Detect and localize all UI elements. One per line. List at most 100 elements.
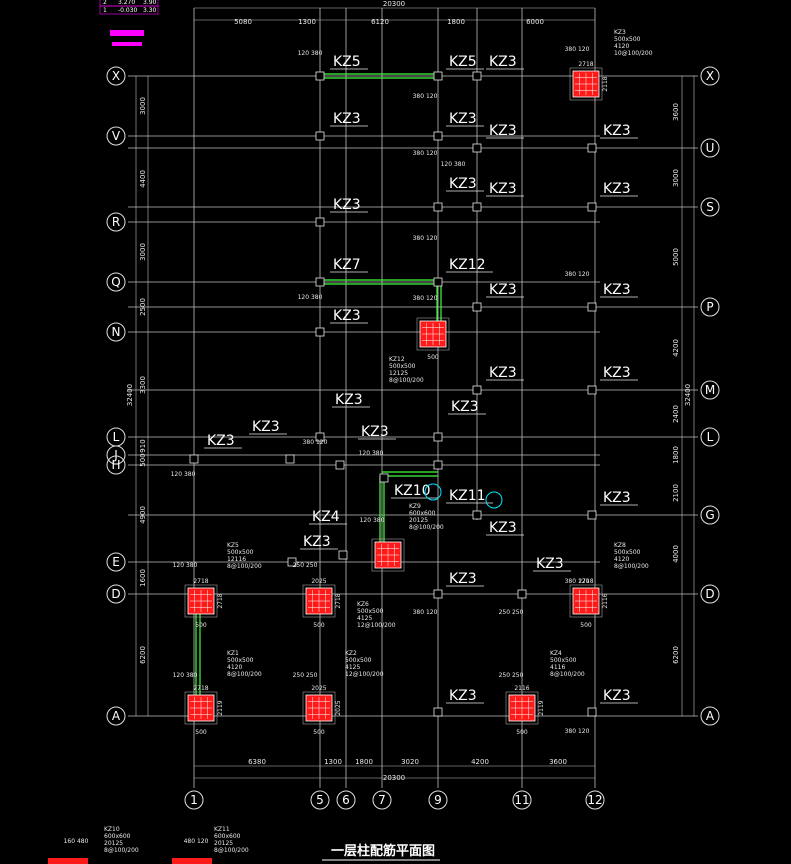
spec-note-line: KZ1	[227, 650, 239, 657]
top-dimension: 6120	[371, 18, 389, 26]
column-outline	[302, 584, 336, 618]
rebar-side-label: 2718	[217, 593, 224, 608]
legend-swatch	[110, 30, 144, 36]
column-section	[48, 858, 88, 864]
grid-bubble-label: 6	[342, 793, 350, 807]
column-kz3	[379, 473, 389, 483]
small-dimension: 120 380	[171, 471, 196, 478]
grid-bubble-row	[700, 427, 720, 447]
grid-bubble-label: H	[111, 458, 120, 472]
column-label: KZ3	[333, 197, 361, 213]
column-outline	[371, 538, 405, 572]
grid-bubble-row	[700, 380, 720, 400]
bottom-dimension: 4200	[471, 758, 489, 766]
right-dimension: 4200	[672, 339, 680, 357]
grid-bubble-label: V	[112, 129, 121, 143]
right-dimension: 3000	[672, 169, 680, 187]
grid-bubble-row	[106, 455, 126, 475]
spec-note-line: 4116	[550, 664, 565, 671]
spec-note-line: KZ5	[227, 542, 239, 549]
column-kz3	[587, 143, 597, 153]
column-label: KZ3	[361, 424, 389, 440]
left-dimension: 4400	[139, 170, 147, 188]
rebar-top-label: 2025	[311, 578, 326, 585]
column-kz3	[433, 202, 443, 212]
spec-note-line: KZ12	[389, 356, 405, 363]
bottom-dimension: 3020	[401, 758, 419, 766]
top-dimension: 1800	[447, 18, 465, 26]
rebar-top-label: 2718	[578, 61, 593, 68]
spec-note-line: 8@100/200	[550, 671, 585, 678]
column-kz3	[472, 385, 482, 395]
spec-note-line: 500x500	[614, 549, 641, 556]
small-dimension: 120 380	[359, 450, 384, 457]
grid-bubble-label: 12	[587, 793, 602, 807]
left-dimension: 500	[139, 453, 147, 466]
spec-note-line: 500x500	[227, 549, 254, 556]
grid-bubble-row-left	[106, 584, 126, 604]
column-kz3	[315, 217, 325, 227]
grid-bubble-row	[106, 552, 126, 572]
rebar-top-label: 2718	[578, 578, 593, 585]
spec-note-line: 4120	[227, 664, 242, 671]
table-cell: 2	[103, 0, 107, 6]
spec-note-line: 8@100/200	[614, 563, 649, 570]
spec-note-line: KZ6	[357, 601, 369, 608]
small-dimension: 120 380	[360, 517, 385, 524]
grid-bubble-col	[428, 790, 448, 810]
right-dimension: 2100	[672, 484, 680, 502]
column-kz3	[189, 454, 199, 464]
spec-note-line: 500x500	[550, 657, 577, 664]
legend-swatch	[112, 42, 142, 46]
spec-note-line: 8@100/200	[104, 847, 139, 854]
rebar-side-label: 2118	[602, 76, 609, 91]
spec-note-line: 500x500	[357, 608, 384, 615]
bottom-dimension: 6380	[248, 758, 266, 766]
left-dimension: 4900	[139, 506, 147, 524]
spec-note-line: 8@100/200	[227, 563, 262, 570]
column-kz3	[433, 71, 443, 81]
column-kz3	[315, 71, 325, 81]
column-outline	[184, 584, 218, 618]
column-kz3	[472, 143, 482, 153]
grid-bubble-col	[310, 790, 330, 810]
spec-note-line: 500x500	[345, 657, 372, 664]
column-kz3	[315, 277, 325, 287]
column-kz3	[285, 454, 295, 464]
spec-note-line: 20125	[409, 517, 428, 524]
rebar-side-label: 2116	[602, 593, 609, 608]
grid-bubble-label: E	[112, 555, 120, 569]
grid-bubble-col	[184, 790, 204, 810]
right-dimension: 3600	[672, 103, 680, 121]
column-section	[172, 858, 212, 864]
spec-note-line: 600x600	[409, 510, 436, 517]
left-dimension: 3000	[139, 243, 147, 261]
left-dimension: 3300	[139, 376, 147, 394]
column-label: KZ3	[449, 571, 477, 587]
column-label: KZ3	[449, 176, 477, 192]
bottom-dimension: 1800	[355, 758, 373, 766]
spec-note-line: 4120	[614, 43, 629, 50]
spec-note-line: 8@100/200	[409, 524, 444, 531]
spec-note-line: 20125	[104, 840, 123, 847]
spec-note-line: 12@100/200	[345, 671, 384, 678]
grid-bubble-row	[700, 505, 720, 525]
column-kz3	[587, 302, 597, 312]
left-dimension: 910	[139, 439, 147, 452]
column-label: KZ3	[489, 54, 517, 70]
grid-bubble-row	[700, 66, 720, 86]
grid-bubble-row	[700, 584, 720, 604]
columns: 2718271820252718271821162718211920252025…	[48, 61, 609, 864]
small-dimension: 120 380	[441, 161, 466, 168]
column-outline	[184, 691, 218, 725]
small-dimension: 120 380	[298, 50, 323, 57]
small-dimension: 380 120	[303, 439, 328, 446]
section-marker	[485, 491, 503, 509]
spec-note-line: 8@100/200	[389, 377, 424, 384]
column-outline	[505, 691, 539, 725]
left-dimension: 6200	[139, 646, 147, 664]
grid-bubble-label: D	[111, 587, 120, 601]
